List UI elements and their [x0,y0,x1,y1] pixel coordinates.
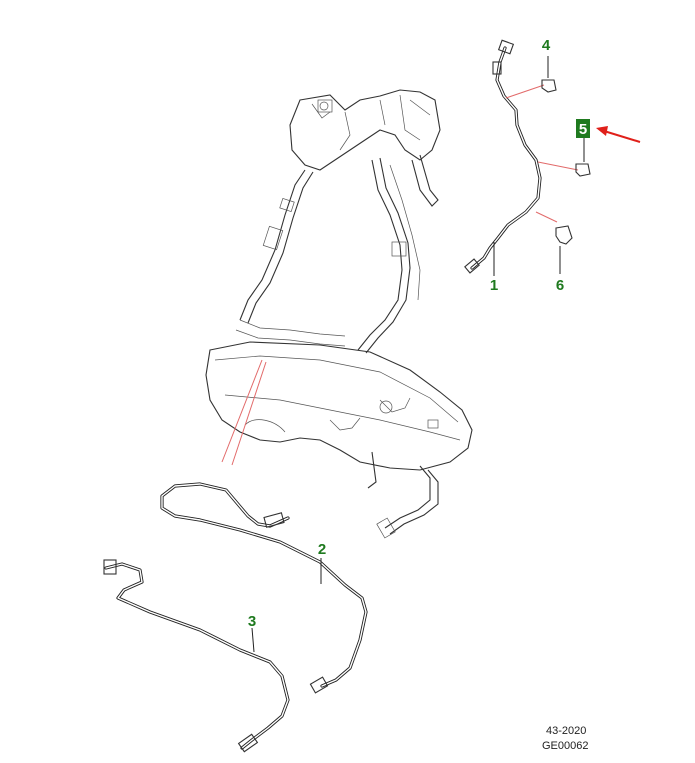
section-reference: 43-2020 [546,725,587,737]
callout-5: 5 [579,121,587,138]
figure-code: GE00062 [542,740,589,752]
part-3-fuel-line [103,559,290,753]
highlight-box [576,119,590,138]
highlight-arrow-icon [596,126,641,143]
part-6-bracket [555,225,573,274]
callout-5-highlighted[interactable]: 5 [576,119,590,138]
part-5-clip [575,138,591,177]
callout-2: 2 [318,541,326,558]
leader-red-line [221,359,263,463]
part-2-fuel-line [160,482,368,694]
part-4-clip [541,56,557,93]
part-1-vapour-hose [464,39,579,274]
callout-6: 6 [556,277,564,294]
callout-4: 4 [542,37,551,54]
leader-red-line [231,361,267,466]
callout-1: 1 [490,277,498,294]
fuel-tank-assembly [205,89,473,539]
callout-3: 3 [248,613,256,630]
